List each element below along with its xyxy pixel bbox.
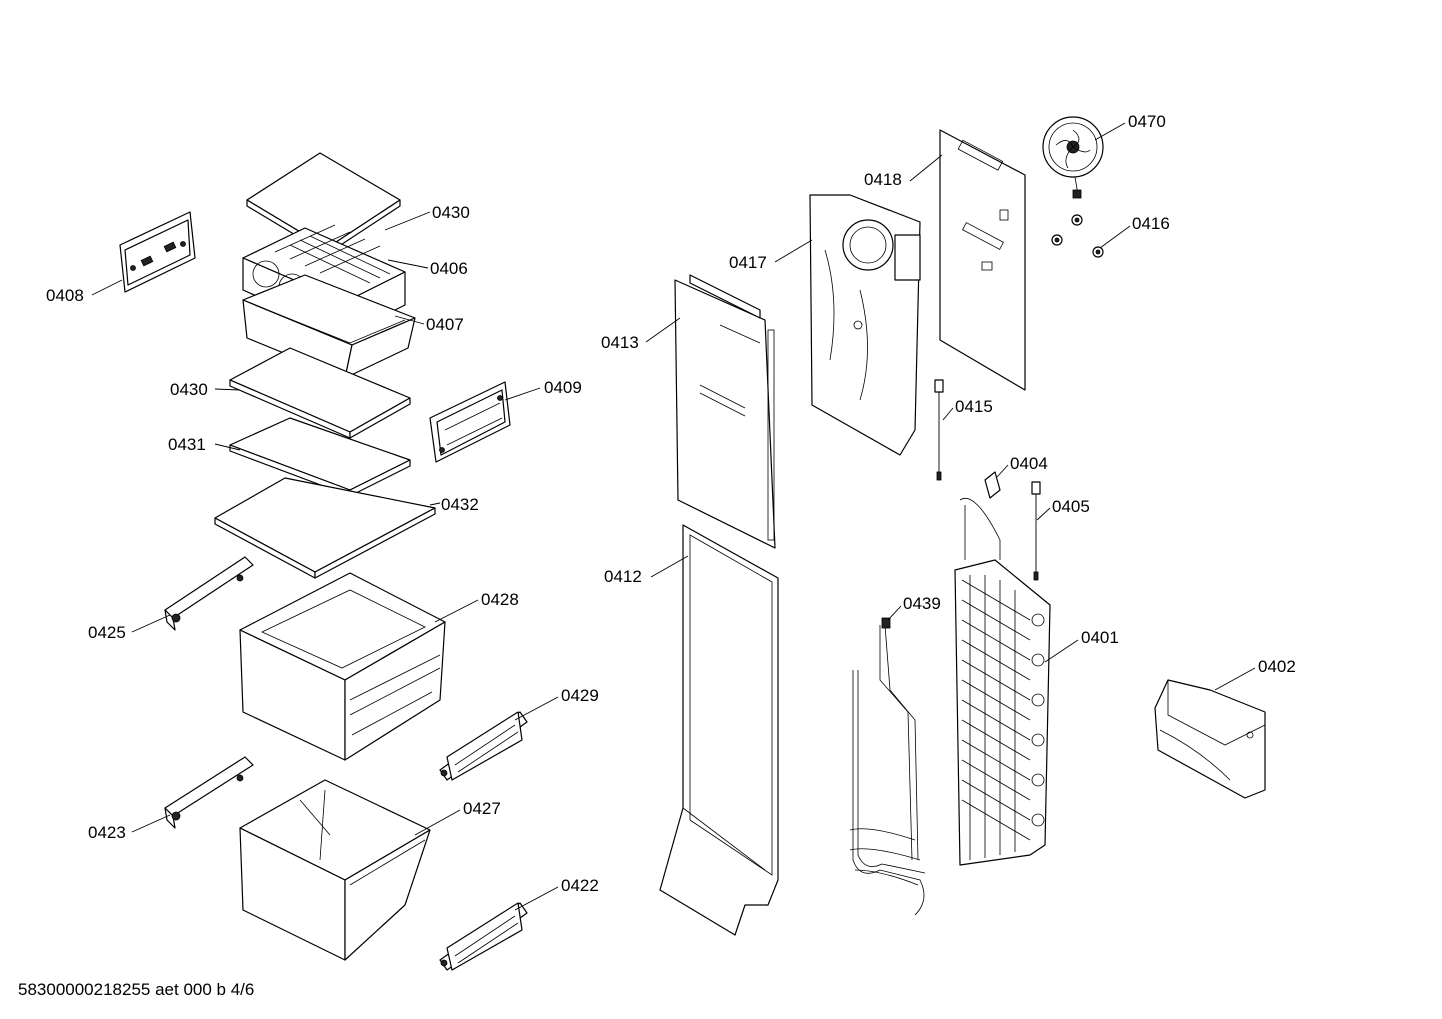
part-0432-large-glass-shelf [214,477,436,579]
part-0404-clip [984,471,1001,499]
part-0417-fan-housing [809,194,921,456]
label-0425: 0425 [88,623,126,642]
label-0417: 0417 [729,253,767,272]
leader-lines [91,122,1256,911]
label-0423: 0423 [88,823,126,842]
label-0409: 0409 [544,378,582,397]
part-0401-evaporator [954,498,1051,866]
part-0429-drawer-rail [439,711,528,781]
part-0439-defrost-heater [849,617,926,916]
part-0413-inner-panel [674,274,776,549]
part-0423-drawer-rail [164,756,254,829]
part-0427-freezer-drawer [239,779,431,961]
part-0470-fan [1042,116,1104,199]
label-0430-top: 0430 [432,203,470,222]
label-0432: 0432 [441,495,479,514]
label-0422: 0422 [561,876,599,895]
label-0407: 0407 [426,315,464,334]
label-0431: 0431 [168,435,206,454]
label-0416: 0416 [1132,214,1170,233]
label-0406: 0406 [430,259,468,278]
part-0402-cover [1154,679,1266,799]
part-0430-top-glass-shelf [246,152,401,255]
part-0409-bracket [429,381,511,463]
label-0412: 0412 [604,567,642,586]
label-0427: 0427 [463,799,501,818]
part-0428-crisper-drawer [239,572,446,761]
part-0416-grommets [1051,214,1104,258]
part-0418-evaporator-shroud [939,129,1026,391]
label-0404: 0404 [1010,454,1048,473]
part-0415-sensor-cable [934,379,944,481]
label-0429: 0429 [561,686,599,705]
part-0422-drawer-rail [439,902,528,971]
label-0402: 0402 [1258,657,1296,676]
label-0430-mid: 0430 [170,380,208,399]
label-0470: 0470 [1128,112,1166,131]
label-0439: 0439 [903,594,941,613]
label-0413: 0413 [601,333,639,352]
part-labels: 0430 0406 0408 0407 0430 0409 0431 0432 … [46,112,1296,895]
label-0428: 0428 [481,590,519,609]
part-0430-middle-glass-shelf [229,347,411,439]
document-reference-footer: 58300000218255 aet 000 b 4/6 [18,980,255,999]
part-0405-sensor-cable [1031,481,1041,581]
part-0412-door-liner [659,524,779,936]
label-0418: 0418 [864,170,902,189]
label-0415: 0415 [955,397,993,416]
part-0431-glass-shelf [229,417,411,497]
label-0408: 0408 [46,286,84,305]
label-0401: 0401 [1081,628,1119,647]
part-0425-drawer-rail [164,556,254,631]
part-0408-bracket [119,211,196,293]
label-0405: 0405 [1052,497,1090,516]
